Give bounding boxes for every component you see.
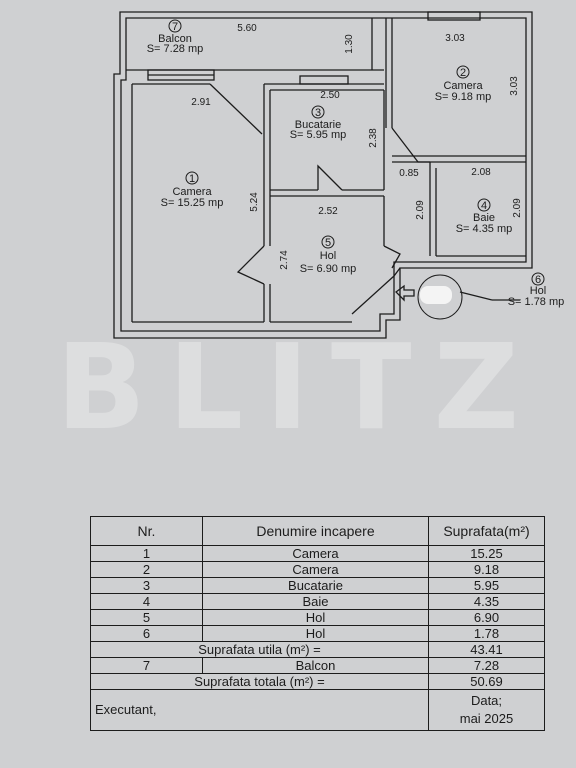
cell-nr: 4	[90, 593, 203, 610]
table-row: 6 Hol 1.78	[90, 625, 545, 642]
cell-name: Bucatarie	[202, 577, 429, 594]
room-number: 6	[535, 274, 541, 286]
entrance-marker	[417, 274, 463, 320]
table-row-balcony: 7 Balcon 7.28	[90, 657, 545, 674]
table-row: 5 Hol 6.90	[90, 609, 545, 626]
cell-area: 7.28	[428, 657, 545, 674]
dim-room1-depth: 5.24	[249, 192, 260, 212]
room-area: S= 4.35 mp	[456, 223, 513, 235]
cell-area: 6.90	[428, 609, 545, 626]
walls	[113, 11, 533, 339]
header-area: Suprafata(m²)	[428, 516, 545, 546]
dim-room2-width: 3.03	[445, 33, 465, 44]
dim-balcony-depth: 1.30	[344, 34, 355, 54]
room-name: Camera	[172, 186, 212, 198]
cell-name: Balcon	[202, 657, 429, 674]
cell-nr: 5	[90, 609, 203, 626]
table-row: 3 Bucatarie 5.95	[90, 577, 545, 594]
dim-kitchen-width: 2.50	[320, 90, 340, 101]
date-label: Data;	[470, 693, 503, 708]
total-area-label: Suprafata totala (m²) =	[90, 673, 429, 690]
table-footer-row: Executant, Data; mai 2025	[90, 689, 545, 731]
room-name: Baie	[473, 212, 495, 224]
room-name: Hol	[320, 250, 337, 262]
room-1-camera: 1 Camera S= 15.25 mp	[161, 171, 224, 209]
useful-area-value: 43.41	[428, 641, 545, 658]
dim-hall-width: 2.52	[318, 206, 338, 217]
room-area: S= 1.78 mp	[508, 296, 565, 308]
room-area: S= 5.95 mp	[290, 129, 347, 141]
room-2-camera: 2 Camera S= 9.18 mp	[435, 65, 492, 103]
floor-plan: BLITZ 7 Balcon S= 7.28 mp 2 Camera S= 9.…	[56, 11, 565, 456]
redacted-mark	[420, 286, 452, 304]
room-3-bucatarie: 3 Bucatarie S= 5.95 mp	[290, 105, 347, 141]
dim-hall6-width: 0.85	[399, 168, 419, 179]
dim-balcony-width: 5.60	[237, 23, 257, 34]
dimension-labels: 5.60 1.30 3.03 3.03 2.91 5.24 2.50 2.38 …	[191, 23, 523, 270]
dim-hall6-depth: 2.09	[415, 200, 426, 220]
dim-room2-depth: 3.03	[509, 76, 520, 96]
dim-room1-width: 2.91	[191, 97, 211, 108]
cell-area: 4.35	[428, 593, 545, 610]
area-table: Nr. Denumire incapere Suprafata(m²) 1 Ca…	[90, 516, 545, 731]
cell-name: Hol	[202, 609, 429, 626]
cell-area: 1.78	[428, 625, 545, 642]
dim-bath-width: 2.08	[471, 167, 491, 178]
room-number: 1	[189, 173, 195, 185]
cell-nr: 1	[90, 545, 203, 562]
dim-hall-depth: 2.74	[279, 250, 290, 270]
date-cell: Data; mai 2025	[428, 689, 545, 731]
dim-kitchen-depth: 2.38	[368, 128, 379, 148]
table-row: 4 Baie 4.35	[90, 593, 545, 610]
room-number: 2	[460, 67, 466, 79]
table-row: 2 Camera 9.18	[90, 561, 545, 578]
cell-name: Camera	[202, 545, 429, 562]
cell-nr: 2	[90, 561, 203, 578]
total-area-row: Suprafata totala (m²) = 50.69	[90, 673, 545, 690]
room-area: S= 15.25 mp	[161, 197, 224, 209]
dim-bath-depth: 2.09	[512, 198, 523, 218]
header-name: Denumire incapere	[202, 516, 429, 546]
room-number: 3	[315, 107, 321, 119]
table-header-row: Nr. Denumire incapere Suprafata(m²)	[90, 516, 545, 546]
room-7-balcon: 7 Balcon S= 7.28 mp	[147, 19, 204, 55]
room-number: 7	[172, 21, 178, 33]
cell-area: 5.95	[428, 577, 545, 594]
cell-name: Baie	[202, 593, 429, 610]
cell-area: 9.18	[428, 561, 545, 578]
room-area: S= 9.18 mp	[435, 91, 492, 103]
table-row: 1 Camera 15.25	[90, 545, 545, 562]
room-name: Hol	[530, 285, 547, 297]
room-name: Balcon	[158, 33, 192, 45]
cell-nr: 3	[90, 577, 203, 594]
cell-name: Hol	[202, 625, 429, 642]
cell-area: 15.25	[428, 545, 545, 562]
header-nr: Nr.	[90, 516, 203, 546]
cell-nr: 6	[90, 625, 203, 642]
room-name: Camera	[443, 80, 483, 92]
cell-name: Camera	[202, 561, 429, 578]
room-number: 5	[325, 237, 331, 249]
room-area: S= 6.90 mp	[300, 263, 357, 275]
executant-label: Executant,	[90, 689, 429, 731]
room-4-baie: 4 Baie S= 4.35 mp	[456, 198, 513, 235]
room-number: 4	[481, 200, 487, 212]
cell-nr: 7	[90, 657, 203, 674]
watermark: BLITZ	[56, 318, 541, 456]
date-value: mai 2025	[459, 711, 514, 726]
useful-area-row: Suprafata utila (m²) = 43.41	[90, 641, 545, 658]
useful-area-label: Suprafata utila (m²) =	[90, 641, 429, 658]
room-area: S= 7.28 mp	[147, 43, 204, 55]
total-area-value: 50.69	[428, 673, 545, 690]
room-6-hol: 6 Hol S= 1.78 mp	[508, 272, 565, 308]
room-name: Bucatarie	[295, 119, 341, 131]
room-5-hol: 5 Hol S= 6.90 mp	[300, 235, 357, 275]
